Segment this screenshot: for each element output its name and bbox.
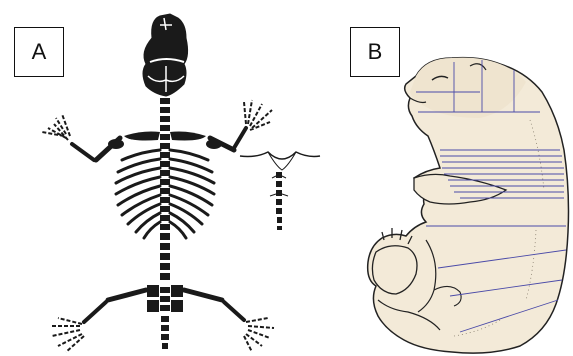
fetus-illustration [330,0,573,356]
fetus-body [368,58,569,354]
panel-b-fetus: B [330,0,573,356]
hindlimb-right [184,290,274,352]
sternum-detail-inset [240,152,320,230]
forelimb-right [170,100,272,150]
hindlimb-left [50,290,146,352]
skeleton-illustration [0,0,330,356]
skull [143,14,188,96]
panel-a-skeleton: A [0,0,330,356]
